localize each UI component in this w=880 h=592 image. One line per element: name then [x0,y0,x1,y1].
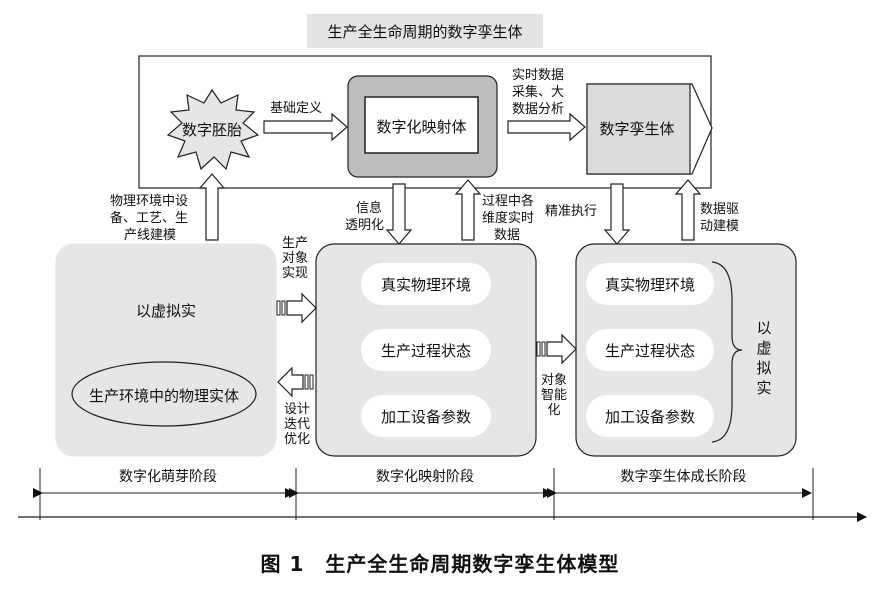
right-pill-1 [586,263,714,305]
embryo-starburst [166,88,260,171]
production-object-label: 生产对象实现 [281,236,308,281]
info-transparency-line-1: 信息 [356,201,383,216]
info-transparency-line-2: 透明化 [345,218,385,233]
mapping-body-label: 数字化映射体 [376,118,467,136]
right-pill-3 [586,395,714,437]
right-item-2: 生产过程状态 [604,342,695,360]
object-intelligence-arrow [536,333,577,365]
process-data-line-3: 数据 [494,228,521,243]
realtime-data-line-3: 数据分析 [512,102,565,117]
stage-label-3: 数字孪生体成长阶段 [620,469,747,485]
process-data-line-1: 过程中各 [482,194,535,209]
basic-definition-label: 基础定义 [270,101,323,116]
mid-pill-3 [361,395,491,437]
physical-modeling-line-1: 物理环境中设 [110,194,189,209]
figure-caption: 图 1 生产全生命周期数字孪生体模型 [260,552,620,576]
stage-label-2: 数字化映射阶段 [376,469,474,485]
twin-label: 数字孪生体 [599,120,675,138]
mapping-body-inner [364,96,479,154]
arrow-up-process [454,179,482,241]
arrow-up-embryo [198,173,226,241]
realtime-data-arrow [507,112,586,142]
design-iteration-arrow [277,366,314,398]
mid-item-3: 加工设备参数 [380,408,471,426]
right-brace [711,261,743,443]
arrow-down-exec [603,183,631,245]
mid-pill-1 [361,263,491,305]
embryo-label: 数字胚胎 [181,121,242,139]
mid-item-1: 真实物理环境 [380,276,471,294]
process-data-line-2: 维度实时 [482,211,535,226]
design-iteration-label: 设计迭代优化 [283,402,310,447]
arrow-up-model [674,179,702,241]
data-driven-line-1: 数据驱 [700,202,740,217]
precise-execution-label: 精准执行 [545,204,598,219]
arrow-down-info [385,183,413,245]
diagram-title: 生产全生命周期的数字孪生体 [307,14,543,48]
physical-entity-label: 生产环境中的物理实体 [88,387,239,405]
right-item-3: 加工设备参数 [604,408,695,426]
realtime-data-line-1: 实时数据 [512,68,565,83]
right-pill-2 [586,329,714,371]
basic-definition-arrow [263,112,348,142]
mid-pill-2 [361,329,491,371]
object-intelligence-label: 对象智能化 [540,373,567,418]
physical-modeling-line-3: 产线建模 [124,228,177,243]
stage-label-1: 数字化萌芽阶段 [119,469,217,485]
data-driven-line-2: 动建模 [700,219,740,234]
right-item-1: 真实物理环境 [604,276,695,294]
realtime-data-line-2: 采集、大 [512,85,565,100]
production-object-arrow [276,292,317,324]
virtual-real-vertical-label: 以虚拟实 [756,319,772,397]
mid-item-2: 生产过程状态 [380,342,471,360]
physical-modeling-line-2: 备、工艺、生 [110,211,189,226]
left-box-title: 以虚拟实 [135,302,196,320]
physical-entity-ellipse [71,361,257,427]
